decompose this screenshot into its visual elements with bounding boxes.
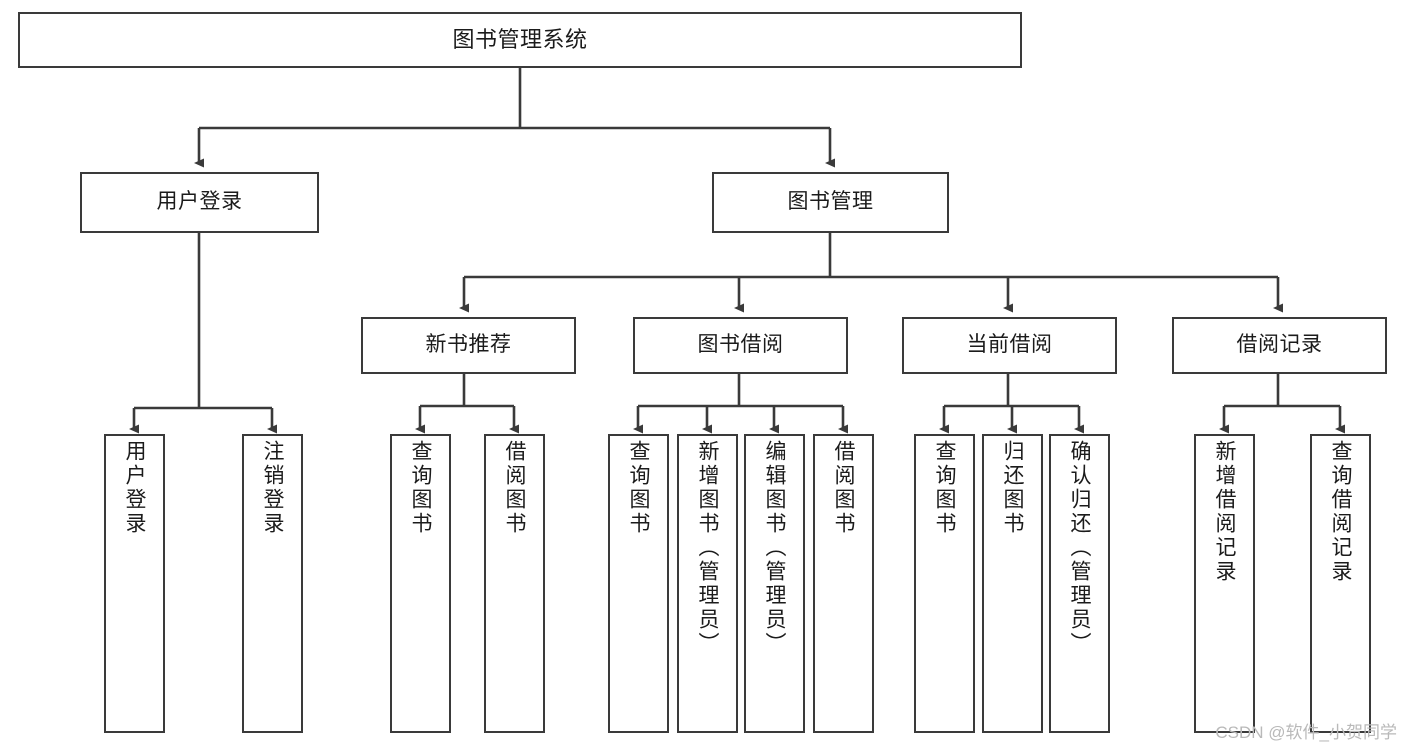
node-label: 新书推荐 xyxy=(425,333,512,357)
node-label: 查询图书 xyxy=(627,440,650,536)
node-leaf-book-borrow-edit[interactable]: 编辑图书（管理员） xyxy=(744,434,805,733)
node-leaf-book-borrow-add[interactable]: 新增图书（管理员） xyxy=(677,434,738,733)
node-label: 借阅图书 xyxy=(503,440,526,536)
node-borrow-records[interactable]: 借阅记录 xyxy=(1172,317,1387,374)
node-leaf-new-book-borrow[interactable]: 借阅图书 xyxy=(484,434,545,733)
node-label: 用户登录 xyxy=(123,440,146,536)
node-current-borrow[interactable]: 当前借阅 xyxy=(902,317,1117,374)
node-label: 图书管理 xyxy=(787,190,874,214)
node-label: 注销登录 xyxy=(261,440,284,536)
node-leaf-book-borrow-borrow[interactable]: 借阅图书 xyxy=(813,434,874,733)
node-leaf-book-borrow-query[interactable]: 查询图书 xyxy=(608,434,669,733)
node-label: 借阅记录 xyxy=(1236,333,1323,357)
node-label: 用户登录 xyxy=(156,190,243,214)
node-leaf-current-borrow-return[interactable]: 归还图书 xyxy=(982,434,1043,733)
node-leaf-new-book-query[interactable]: 查询图书 xyxy=(390,434,451,733)
node-leaf-borrow-records-add[interactable]: 新增借阅记录 xyxy=(1194,434,1255,733)
node-label: 查询图书 xyxy=(933,440,956,536)
node-label: 查询借阅记录 xyxy=(1329,440,1352,584)
node-leaf-user-login-logout[interactable]: 注销登录 xyxy=(242,434,303,733)
node-new-book-recommend[interactable]: 新书推荐 xyxy=(361,317,576,374)
node-leaf-current-borrow-confirm[interactable]: 确认归还（管理员） xyxy=(1049,434,1110,733)
node-leaf-current-borrow-query[interactable]: 查询图书 xyxy=(914,434,975,733)
node-book-management[interactable]: 图书管理 xyxy=(712,172,949,233)
node-label: 确认归还（管理员） xyxy=(1068,440,1091,656)
csdn-watermark: CSDN @软件_小贺同学 xyxy=(1215,723,1397,742)
node-label: 图书管理系统 xyxy=(452,27,588,53)
node-label: 新增图书（管理员） xyxy=(696,440,719,656)
node-user-login[interactable]: 用户登录 xyxy=(80,172,319,233)
node-leaf-borrow-records-query[interactable]: 查询借阅记录 xyxy=(1310,434,1371,733)
node-label: 编辑图书（管理员） xyxy=(763,440,786,656)
node-label: 新增借阅记录 xyxy=(1213,440,1236,584)
node-label: 借阅图书 xyxy=(832,440,855,536)
node-label: 查询图书 xyxy=(409,440,432,536)
node-book-borrow[interactable]: 图书借阅 xyxy=(633,317,848,374)
node-label: 图书借阅 xyxy=(697,333,784,357)
node-label: 当前借阅 xyxy=(966,333,1053,357)
node-root-system[interactable]: 图书管理系统 xyxy=(18,12,1022,68)
node-leaf-user-login-login[interactable]: 用户登录 xyxy=(104,434,165,733)
node-label: 归还图书 xyxy=(1001,440,1024,536)
